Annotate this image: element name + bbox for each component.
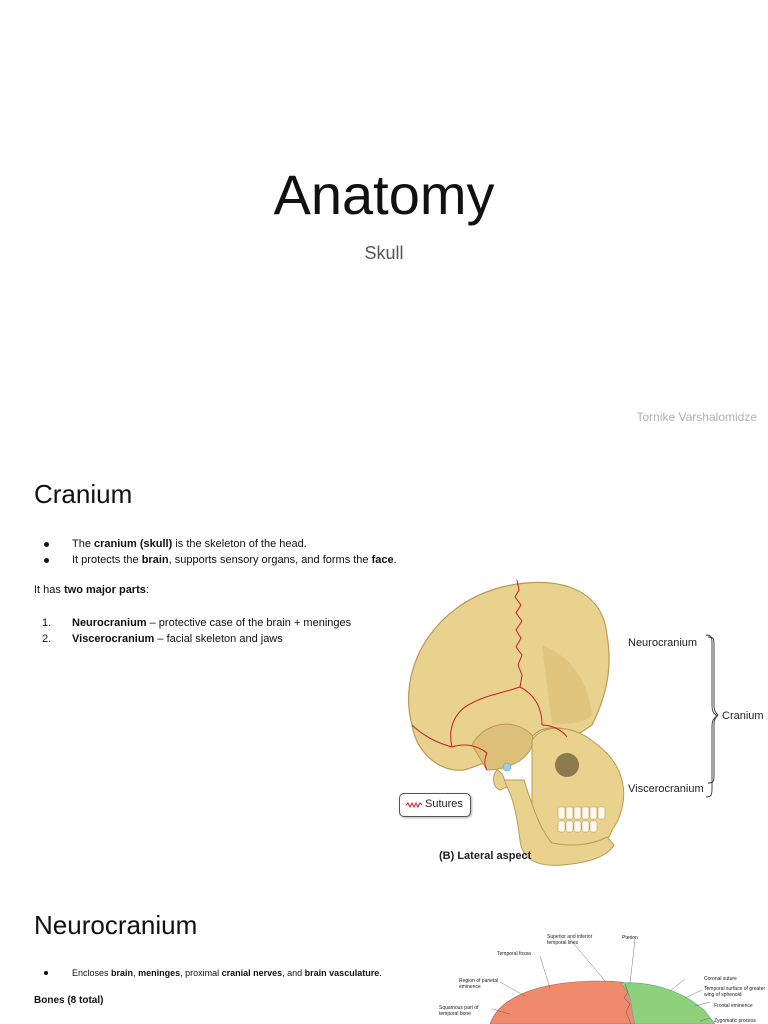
bones-title: Bones (8 total) (34, 995, 104, 1006)
skull-top-illustration (489, 938, 716, 1024)
legend-label: Sutures (425, 798, 463, 810)
skull-lateral-illustration (408, 579, 719, 866)
label-neurocranium: Neurocranium (628, 637, 698, 649)
label-pterion: Pterion (622, 935, 638, 941)
label-temporal-lines: Superior and inferior temporal lines (547, 934, 593, 946)
label-coronal-suture: Coronal suture (704, 976, 737, 982)
slide-heading: Cranium (34, 479, 133, 509)
label-frontal-eminence: Frontal eminence (714, 1003, 753, 1009)
mandible (500, 779, 615, 866)
bullet-dot (44, 971, 48, 975)
presentation-title: Anatomy (273, 163, 495, 226)
frontal-bone (619, 982, 716, 1024)
cranium-bullets: The cranium (skull) is the skeleton of t… (40, 536, 397, 568)
list-item: 2. Viscerocranium – facial skeleton and … (42, 633, 283, 645)
bracket-icon (706, 634, 718, 798)
figure-caption: (B) Lateral aspect (439, 850, 532, 862)
parts-list: 1. Neurocranium – protective case of the… (42, 615, 351, 647)
label-viscerocranium: Viscerocranium (628, 783, 704, 795)
list-item: The cranium (skull) is the skeleton of t… (40, 536, 397, 552)
parts-intro: It has two major parts: (34, 584, 149, 596)
suture-lines (411, 579, 568, 771)
sutures-legend: Sutures (399, 793, 471, 817)
cranium-slide: Cranium The cranium (skull) is the skele… (0, 455, 768, 885)
label-squamous-temporal: Squamous part of temporal bone (439, 1005, 479, 1017)
list-item: It protects the brain, supports sensory … (40, 552, 397, 568)
list-item: Encloses brain, meninges, proximal crani… (40, 967, 382, 980)
label-parietal-eminence: Region of parietal eminence (459, 978, 499, 990)
label-temporal-fossa: Temporal fossa (497, 951, 531, 957)
presentation-subtitle: Skull (364, 243, 404, 263)
label-zygomatic-process: Zygomatic process (714, 1018, 756, 1024)
slide-heading: Neurocranium (34, 910, 198, 940)
list-item: 1. Neurocranium – protective case of the… (42, 617, 352, 629)
neurocranium-slide: Neurocranium Encloses brain, meninges, p… (0, 896, 768, 1024)
suture-legend-icon (406, 802, 422, 808)
label-cranium: Cranium (722, 710, 764, 722)
author-name: Tornike Varshalomidze (636, 410, 758, 424)
bullet-dot (44, 558, 49, 563)
bullet-dot (44, 542, 49, 547)
title-slide: Anatomy Skull Tornike Varshalomidze (0, 0, 768, 444)
neurocranium-bullets: Encloses brain, meninges, proximal crani… (40, 967, 382, 980)
label-greater-wing: Temporal surface of greater wing of sphe… (704, 986, 766, 998)
